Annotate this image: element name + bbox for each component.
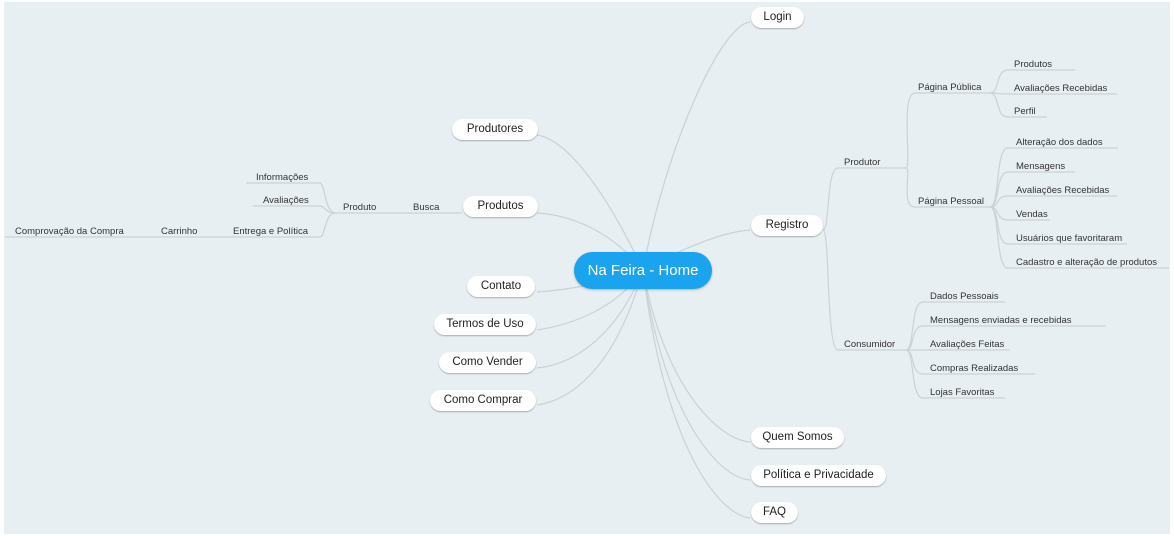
leaf-compras-realizadas[interactable]: Compras Realizadas <box>930 363 1019 374</box>
node-produto[interactable]: Produto <box>343 202 377 213</box>
leaf-alteracao-dados[interactable]: Alteração dos dados <box>1016 137 1103 148</box>
node-registro[interactable]: Registro <box>751 215 823 236</box>
node-produtores[interactable]: Produtores <box>452 119 538 140</box>
leaf-mensagens-enviadas[interactable]: Mensagens enviadas e recebidas <box>930 315 1072 326</box>
node-informacoes[interactable]: Informações <box>256 172 309 183</box>
leaf-avaliacoes-feitas[interactable]: Avaliações Feitas <box>930 339 1005 350</box>
node-busca[interactable]: Busca <box>413 202 440 213</box>
leaf-mensagens[interactable]: Mensagens <box>1016 161 1066 172</box>
leaf-perfil[interactable]: Perfil <box>1014 106 1036 117</box>
leaf-produtos[interactable]: Produtos <box>1014 59 1053 70</box>
node-produtos[interactable]: Produtos <box>463 196 538 217</box>
node-comprovacao-compra[interactable]: Comprovação da Compra <box>15 226 124 237</box>
node-carrinho[interactable]: Carrinho <box>161 226 198 237</box>
node-avaliacoes[interactable]: Avaliações <box>263 195 309 206</box>
leaf-avaliacoes-recebidas-pessoal[interactable]: Avaliações Recebidas <box>1016 185 1110 196</box>
node-produtor[interactable]: Produtor <box>844 157 881 168</box>
node-pagina-pessoal[interactable]: Página Pessoal <box>918 196 985 207</box>
root-node[interactable]: Na Feira - Home <box>574 252 712 289</box>
node-consumidor[interactable]: Consumidor <box>844 339 896 350</box>
node-faq[interactable]: FAQ <box>751 502 798 523</box>
node-termos-de-uso[interactable]: Termos de Uso <box>434 314 536 335</box>
leaf-usuarios-favoritaram[interactable]: Usuários que favoritaram <box>1016 233 1123 244</box>
node-como-comprar[interactable]: Como Comprar <box>430 390 536 411</box>
leaf-vendas[interactable]: Vendas <box>1016 209 1048 220</box>
leaf-lojas-favoritas[interactable]: Lojas Favoritas <box>930 387 995 398</box>
node-como-vender[interactable]: Como Vender <box>439 352 536 373</box>
node-pagina-publica[interactable]: Página Pública <box>918 82 982 93</box>
node-contato[interactable]: Contato <box>467 276 535 297</box>
node-login[interactable]: Login <box>751 7 804 28</box>
leaf-avaliacoes-recebidas[interactable]: Avaliações Recebidas <box>1014 83 1108 94</box>
node-entrega-politica[interactable]: Entrega e Política <box>233 226 308 237</box>
node-politica-privacidade[interactable]: Política e Privacidade <box>751 465 886 486</box>
leaf-cadastro-produtos[interactable]: Cadastro e alteração de produtos <box>1016 257 1158 268</box>
node-quem-somos[interactable]: Quem Somos <box>751 427 844 448</box>
leaf-dados-pessoais[interactable]: Dados Pessoais <box>930 291 999 302</box>
